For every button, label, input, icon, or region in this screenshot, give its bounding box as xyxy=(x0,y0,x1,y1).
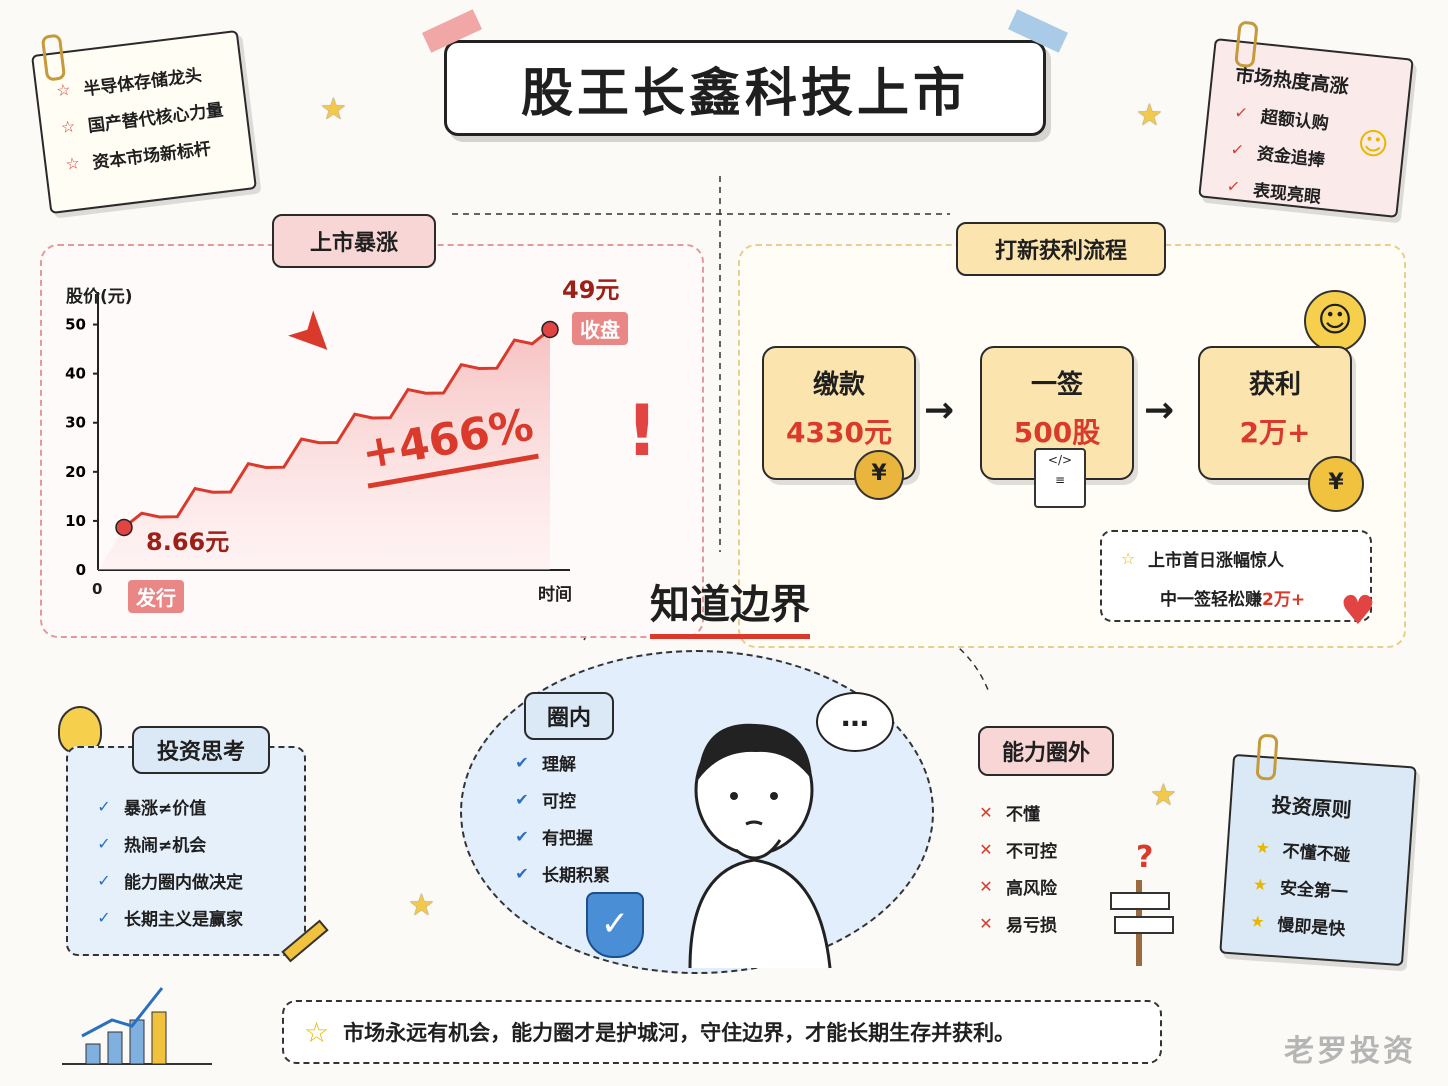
check-circle-icon: ✔ xyxy=(515,790,529,809)
outside-label: 能力圈外 xyxy=(978,726,1114,776)
cross-icon: ✕ xyxy=(979,914,993,933)
star-icon: ★ xyxy=(1249,911,1266,932)
check-circle-icon: ✔ xyxy=(515,864,529,883)
end-tag: 收盘 xyxy=(572,312,628,345)
list-item: ✓长期主义是赢家 xyxy=(94,905,304,930)
y-tick-label: 40 xyxy=(65,365,86,383)
flow-step-pay: 缴款 4330元 ¥ xyxy=(762,346,916,500)
series-line xyxy=(123,328,551,529)
money-bag-icon: ¥ xyxy=(854,450,904,500)
list-item: ✓能力圈内做决定 xyxy=(94,868,304,893)
list-item: ★慢即是快 xyxy=(1247,908,1404,944)
title-banner: 股王长鑫科技上市 xyxy=(444,40,1046,136)
axis-origin-label: 0 xyxy=(92,580,103,598)
watermark: 老罗投资 xyxy=(1284,1034,1416,1069)
list-item: ✓热闹≠机会 xyxy=(94,831,304,856)
list-item: ✓暴涨≠价值 xyxy=(94,794,304,819)
surge-label: 上市暴涨 xyxy=(272,214,436,268)
star-icon: ★ xyxy=(1136,98,1163,133)
check-circle-icon: ✔ xyxy=(515,827,529,846)
end-price-label: 49元 xyxy=(562,276,620,304)
end-point xyxy=(541,320,559,339)
list-item: ✕不懂 xyxy=(976,800,1057,825)
list-item: ★不懂不碰 xyxy=(1252,834,1409,870)
cross-icon: ✕ xyxy=(979,877,993,896)
growth-chart-icon xyxy=(62,987,212,1065)
thought-bubble-icon: … xyxy=(816,692,894,752)
summary-line-2: 中一签轻松赚2万+ xyxy=(1160,590,1306,610)
principles-title: 投资原则 xyxy=(1270,792,1353,823)
price-chart: 0 10 20 30 40 50 xyxy=(65,292,570,579)
shield-check-icon: ✓ xyxy=(586,892,644,958)
sun-smiley-icon: ☺ xyxy=(1304,290,1366,352)
star-icon: ★ xyxy=(320,92,347,127)
check-circle-icon: ✔ xyxy=(515,753,529,772)
check-icon: ✓ xyxy=(97,908,111,927)
y-tick-label: 10 xyxy=(65,512,86,530)
list-item: ✕不可控 xyxy=(976,837,1057,862)
principles-note: 投资原则 ★不懂不碰 ★安全第一 ★慢即是快 xyxy=(1219,733,1417,967)
y-axis-label: 股价(元) xyxy=(66,287,133,307)
ipo-summary: ☆ 上市首日涨幅惊人 中一签轻松赚2万+ xyxy=(1100,530,1372,622)
start-price-label: 8.66元 xyxy=(146,528,230,556)
check-icon: ✓ xyxy=(97,797,111,816)
footer-text: 市场永远有机会，能力圈才是护城河，守住边界，才能长期生存并获利。 xyxy=(343,1021,1016,1045)
start-tag: 发行 xyxy=(128,580,184,613)
flow-step-lot: 一签 500股 </>≡ xyxy=(980,346,1134,508)
star-icon: ★ xyxy=(408,888,435,923)
x-axis-label: 时间 xyxy=(538,585,572,605)
coins-icon: ¥ xyxy=(1308,456,1364,512)
summary-highlight: 2万+ xyxy=(1262,590,1306,610)
start-point xyxy=(115,518,133,537)
list-item: ✔长期积累 xyxy=(512,861,610,886)
cross-icon: ✕ xyxy=(979,803,993,822)
check-icon: ✓ xyxy=(97,871,111,890)
arrow-right-icon: → xyxy=(1144,390,1175,431)
check-icon: ✓ xyxy=(97,834,111,853)
star-icon: ☆ xyxy=(1120,549,1136,568)
series-area xyxy=(98,329,550,570)
arrow-right-icon: → xyxy=(924,390,955,431)
y-tick-label: 0 xyxy=(76,561,86,579)
summary-line-1: 上市首日涨幅惊人 xyxy=(1148,551,1284,571)
y-tick-label: 20 xyxy=(65,463,86,481)
star-icon: ★ xyxy=(1150,778,1177,813)
exclamation-icon: ! xyxy=(626,390,658,472)
inside-label: 圈内 xyxy=(524,692,614,740)
cross-icon: ✕ xyxy=(979,840,993,859)
center-title: 知道边界 xyxy=(650,572,810,639)
star-icon: ★ xyxy=(1252,874,1268,895)
page-title: 股王长鑫科技上市 xyxy=(520,63,969,124)
list-item: ★安全第一 xyxy=(1249,871,1406,907)
list-item: ✕高风险 xyxy=(976,874,1057,899)
star-icon: ★ xyxy=(1254,837,1271,858)
document-icon: </>≡ xyxy=(1034,448,1086,508)
signpost-icon: ? xyxy=(1104,840,1174,970)
thinking-person-icon xyxy=(688,723,832,969)
paperclip-icon xyxy=(1255,733,1279,781)
ipo-label: 打新获利流程 xyxy=(956,222,1166,276)
heart-icon: ♥ xyxy=(1340,588,1376,634)
thinking-panel: ✓暴涨≠价值 ✓热闹≠机会 ✓能力圈内做决定 ✓长期主义是赢家 xyxy=(66,746,306,956)
list-item: ✕易亏损 xyxy=(976,911,1057,936)
flow-step-profit: 获利 2万+ ¥ xyxy=(1198,346,1364,512)
inside-list: ✔理解 ✔可控 ✔有把握 ✔长期积累 xyxy=(512,750,610,898)
question-icon: ? xyxy=(1136,840,1154,875)
list-item: ✔理解 xyxy=(512,750,610,775)
footer-banner: ☆ 市场永远有机会，能力圈才是护城河，守住边界，才能长期生存并获利。 xyxy=(282,1000,1162,1064)
list-item: ✔可控 xyxy=(512,787,610,812)
list-item: ✔有把握 xyxy=(512,824,610,849)
thinking-label: 投资思考 xyxy=(132,726,270,774)
outside-list: ✕不懂 ✕不可控 ✕高风险 ✕易亏损 xyxy=(976,800,1057,948)
y-tick-label: 50 xyxy=(65,316,86,334)
star-icon: ☆ xyxy=(304,1015,330,1049)
y-tick-label: 30 xyxy=(65,414,86,432)
